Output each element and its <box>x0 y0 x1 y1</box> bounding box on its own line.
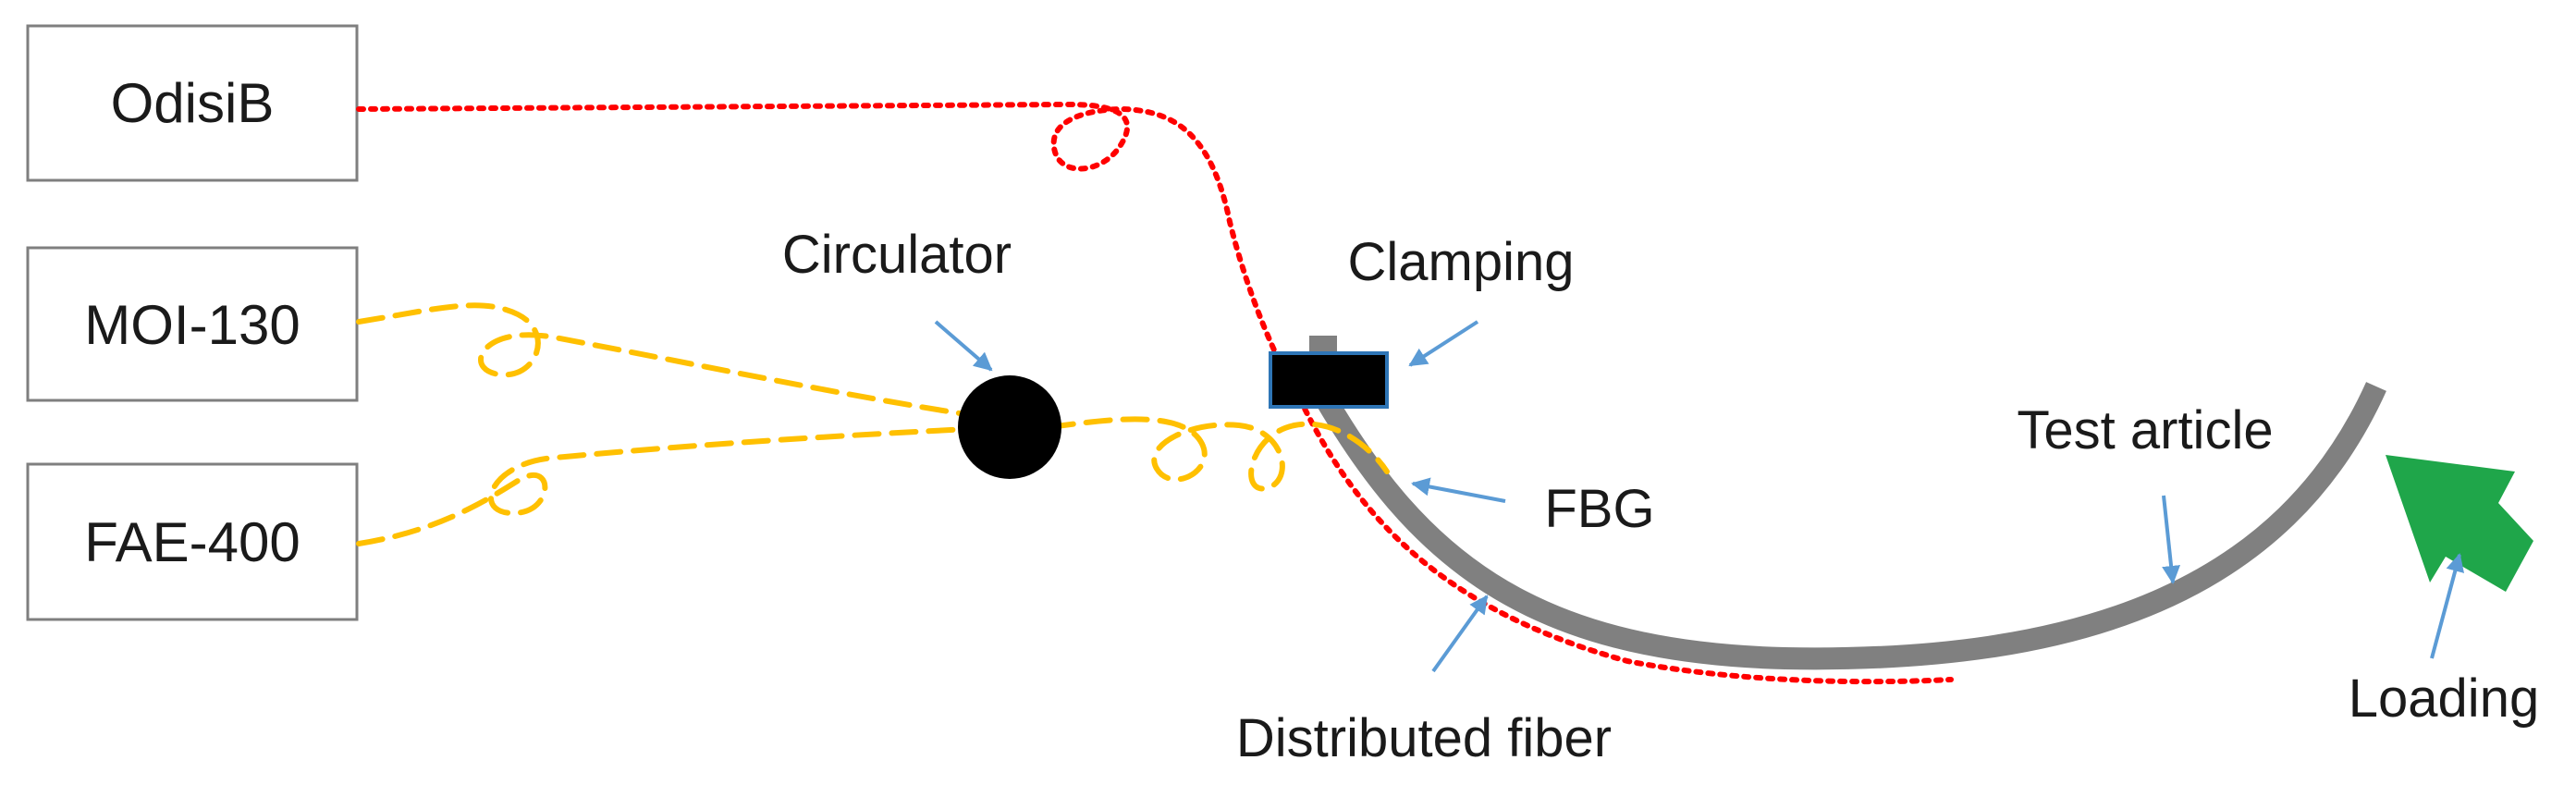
moi130-box: MOI-130 <box>26 246 359 402</box>
clamping-callout-arrow <box>1408 320 1479 367</box>
clamping-label: Clamping <box>1348 232 1575 292</box>
loading-callout-arrow <box>2430 553 2465 659</box>
odisib-box: OdisiB <box>26 24 359 182</box>
circulator-node <box>958 375 1061 479</box>
test-article-label: Test article <box>2017 400 2273 460</box>
fae400-box: FAE-400 <box>26 462 359 621</box>
fbg-fiber-lines <box>356 302 1390 546</box>
distributed-fiber-label: Distributed fiber <box>1236 708 1612 768</box>
fbg-label: FBG <box>1544 479 1654 539</box>
circulator-label: Circulator <box>782 225 1012 285</box>
circulator-callout-arrow <box>934 320 993 372</box>
loading-label: Loading <box>2349 668 2539 729</box>
odisib-label: OdisiB <box>111 72 275 134</box>
moi130-label: MOI-130 <box>84 294 300 356</box>
callout-arrows <box>934 320 2465 673</box>
distributed-fiber-callout-arrow <box>1431 595 1489 673</box>
fae400-label: FAE-400 <box>84 511 300 573</box>
test-article-beam <box>1310 382 2386 670</box>
clamp <box>1269 336 1389 409</box>
test-article-callout-arrow <box>2162 495 2181 584</box>
fbg-callout-arrow <box>1411 477 1506 503</box>
loading-arrow <box>2386 455 2533 592</box>
distributed-fiber-line <box>356 101 1954 685</box>
